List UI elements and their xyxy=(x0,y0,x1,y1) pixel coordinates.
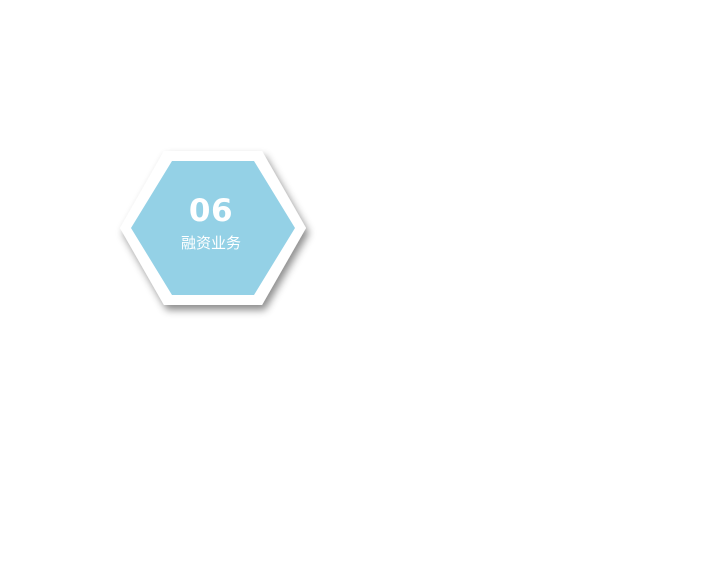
badge-label: 融资业务 xyxy=(180,234,241,252)
hexagon-fill xyxy=(131,161,295,295)
hexagon-badge: 06 融资业务 xyxy=(115,145,315,325)
badge-number: 06 xyxy=(188,193,234,229)
hexagon-shape xyxy=(120,151,306,305)
